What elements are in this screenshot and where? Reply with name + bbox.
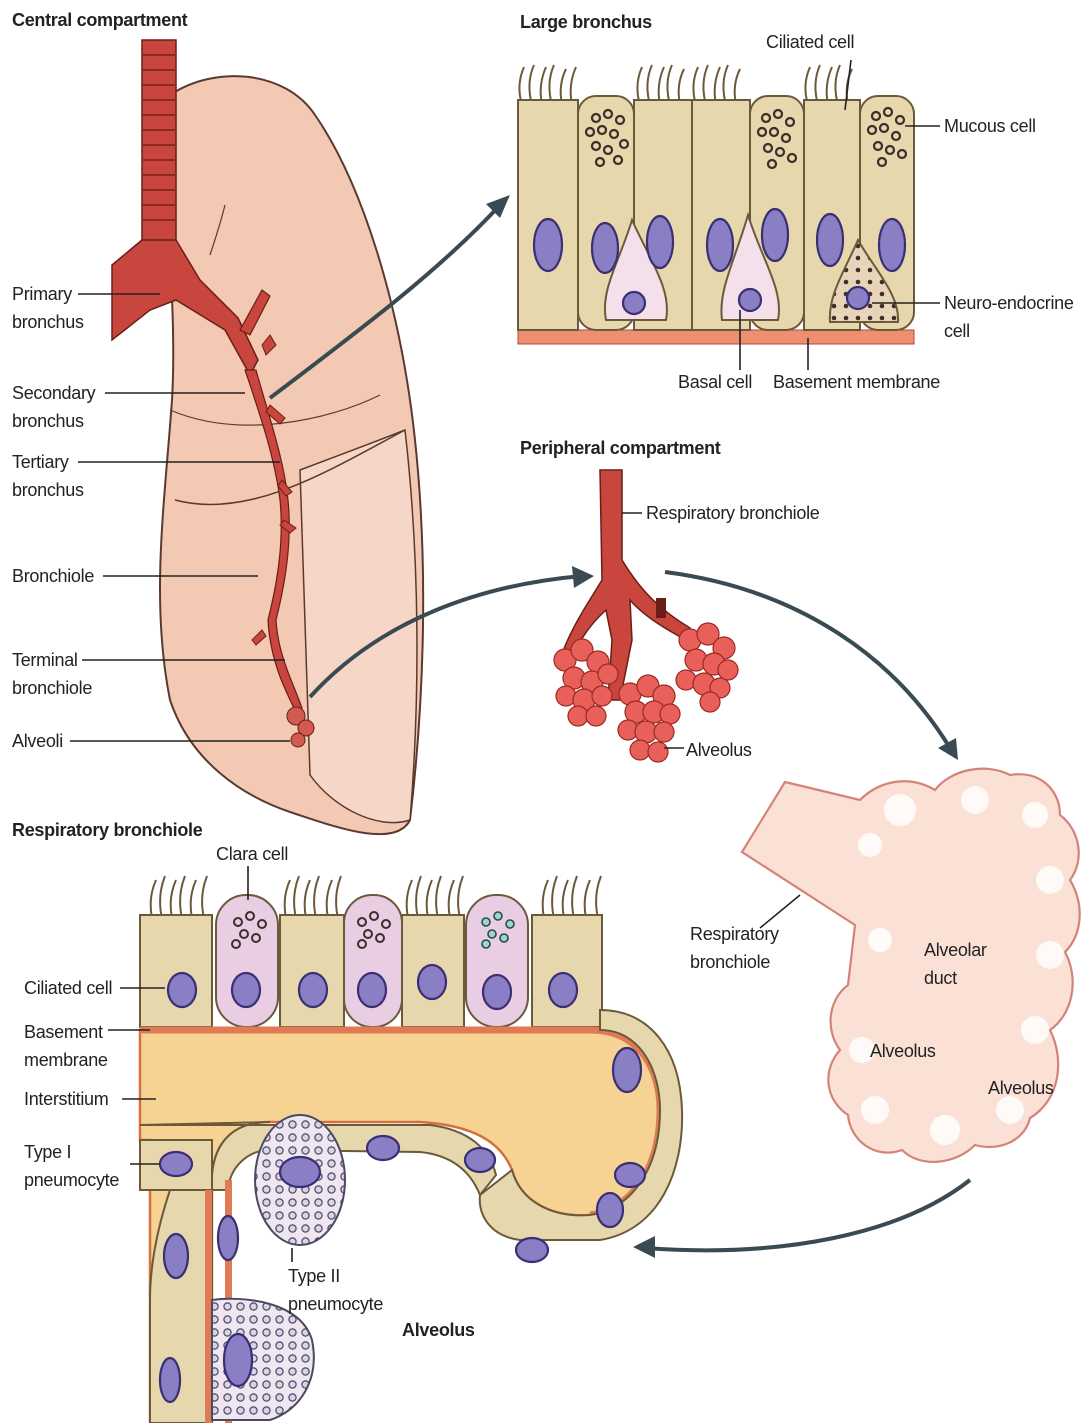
label-alveolus-acinus-b: Alveolus: [988, 1074, 1054, 1102]
label-primary-bronchus-1: Primary: [12, 280, 72, 308]
label-alveolar-duct-1: Alveolar: [924, 936, 987, 964]
lung-illustration: [112, 40, 423, 834]
basement-membrane-band: [518, 330, 914, 344]
label-neuroendocrine-cell-1: Neuro-endocrine: [944, 289, 1074, 317]
label-mucous-cell: Mucous cell: [944, 112, 1036, 140]
label-alveolus-peripheral: Alveolus: [686, 736, 752, 764]
heading-alveolus: Alveolus: [402, 1320, 475, 1341]
alveolar-acinus: [742, 769, 1080, 1162]
label-bronchiole: Bronchiole: [12, 562, 94, 590]
label-basal-cell: Basal cell: [678, 368, 752, 396]
label-tertiary-bronchus-2: bronchus: [12, 476, 84, 504]
arrow-to-resp: [645, 1180, 970, 1250]
label-type2-pneumocyte-2: pneumocyte: [288, 1290, 383, 1318]
label-respiratory-bronchiole-peripheral: Respiratory bronchiole: [646, 499, 820, 527]
label-ciliated-cell-resp: Ciliated cell: [24, 974, 112, 1002]
label-neuroendocrine-cell-2: cell: [944, 317, 970, 345]
heading-large-bronchus: Large bronchus: [520, 12, 652, 33]
label-basement-membrane-bronchus: Basement membrane: [773, 368, 940, 396]
label-terminal-bronchiole-1: Terminal: [12, 646, 78, 674]
label-terminal-bronchiole-2: bronchiole: [12, 674, 92, 702]
label-basement-membrane-resp-1: Basement: [24, 1018, 103, 1046]
heading-respiratory-bronchiole: Respiratory bronchiole: [12, 820, 202, 841]
label-respiratory-bronchiole-acinus-2: bronchiole: [690, 948, 770, 976]
label-ciliated-cell-bronchus: Ciliated cell: [766, 28, 854, 56]
heading-central-compartment: Central compartment: [12, 10, 187, 31]
label-type1-pneumocyte-2: pneumocyte: [24, 1166, 119, 1194]
label-primary-bronchus-2: bronchus: [12, 308, 84, 336]
label-secondary-bronchus-1: Secondary: [12, 379, 95, 407]
label-clara-cell: Clara cell: [216, 840, 288, 868]
label-alveolar-duct-2: duct: [924, 964, 957, 992]
label-type2-pneumocyte-1: Type II: [288, 1262, 340, 1290]
label-alveoli: Alveoli: [12, 727, 63, 755]
label-tertiary-bronchus-1: Tertiary: [12, 448, 69, 476]
label-type1-pneumocyte-1: Type I: [24, 1138, 71, 1166]
label-basement-membrane-resp-2: membrane: [24, 1046, 108, 1074]
bronchus-epithelium: [518, 65, 914, 344]
label-secondary-bronchus-2: bronchus: [12, 407, 84, 435]
label-interstitium: Interstitium: [24, 1085, 108, 1113]
heading-peripheral-compartment: Peripheral compartment: [520, 438, 720, 459]
label-respiratory-bronchiole-acinus-1: Respiratory: [690, 920, 779, 948]
label-alveolus-acinus-a: Alveolus: [870, 1037, 936, 1065]
